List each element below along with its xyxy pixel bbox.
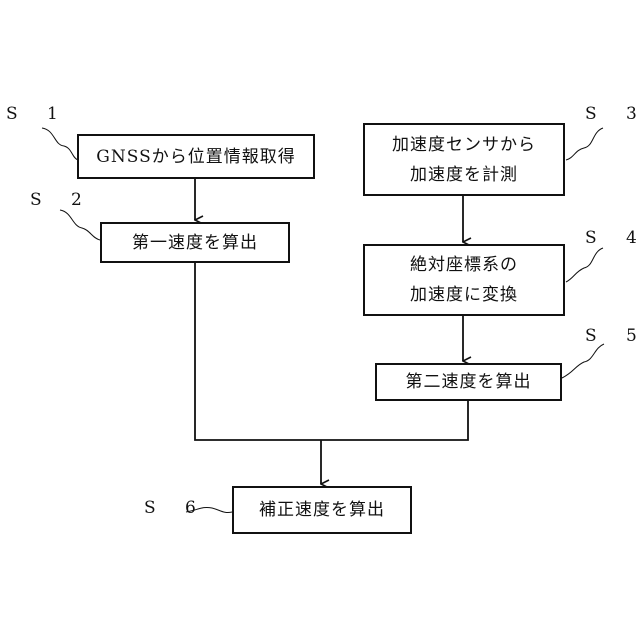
step-box-s4: 絶対座標系の 加速度に変換 xyxy=(363,244,565,316)
step-box-s1: GNSSから位置情報取得 xyxy=(77,134,315,179)
step-text-s1-line1: GNSSから位置情報取得 xyxy=(96,142,295,172)
step-label-s5: S 5 xyxy=(585,326,640,346)
step-label-s2: S 2 xyxy=(30,190,94,210)
step-text-s2-line1: 第一速度を算出 xyxy=(132,228,258,258)
step-text-s4-line1: 絶対座標系の xyxy=(410,250,518,280)
step-text-s6-line1: 補正速度を算出 xyxy=(259,495,385,525)
step-text-s5-line1: 第二速度を算出 xyxy=(406,367,532,397)
leader-s1 xyxy=(42,128,78,160)
leader-s5 xyxy=(562,344,604,378)
step-label-s1: S 1 xyxy=(6,104,70,124)
step-label-s4: S 4 xyxy=(585,228,640,248)
step-label-s3: S 3 xyxy=(585,104,640,124)
step-text-s3-line1: 加速度センサから xyxy=(392,130,536,160)
step-box-s5: 第二速度を算出 xyxy=(375,363,562,401)
leader-s4 xyxy=(566,248,603,282)
step-box-s6: 補正速度を算出 xyxy=(232,486,412,534)
step-label-s6: S 6 xyxy=(144,498,208,518)
step-text-s4-line2: 加速度に変換 xyxy=(410,280,518,310)
step-box-s2: 第一速度を算出 xyxy=(100,222,290,263)
step-box-s3: 加速度センサから 加速度を計測 xyxy=(363,123,565,196)
leader-s2 xyxy=(60,210,100,240)
step-text-s3-line2: 加速度を計測 xyxy=(410,160,518,190)
leader-s3 xyxy=(566,128,603,160)
